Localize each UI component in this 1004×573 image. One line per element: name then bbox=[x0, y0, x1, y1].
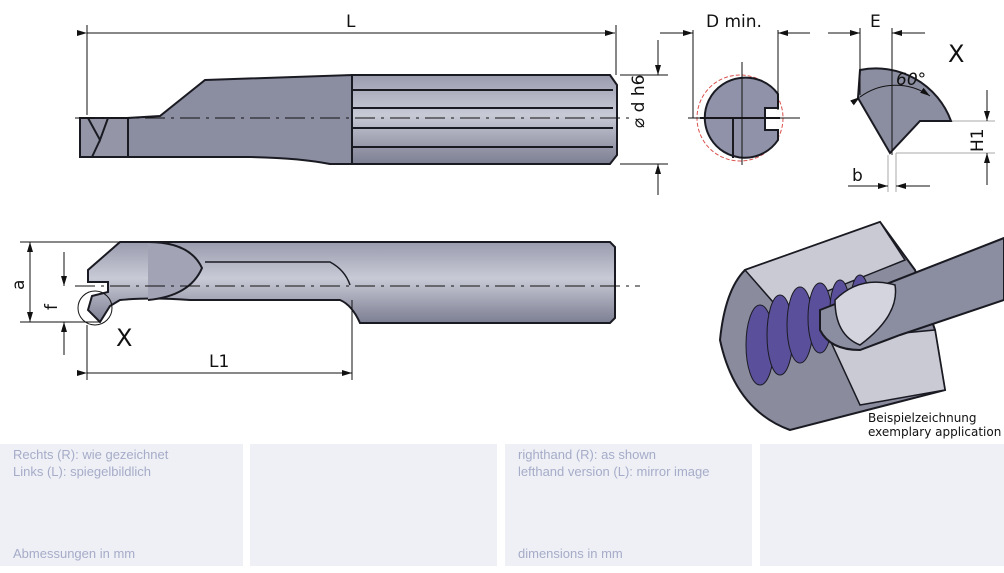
empty-panel-2 bbox=[760, 444, 1004, 566]
dim-label-a: a bbox=[9, 279, 29, 290]
detail-marker-X: X bbox=[116, 324, 133, 352]
dim-label-H1: H1 bbox=[968, 128, 988, 152]
dim-label-E: E bbox=[870, 12, 881, 32]
detail-label-X: X bbox=[948, 40, 965, 68]
units-note-en: dimensions in mm bbox=[518, 546, 623, 561]
application-caption: Beispielzeichnung exemplary application bbox=[868, 411, 1001, 439]
angle-label: 60° bbox=[896, 70, 927, 90]
handedness-left-de: Links (L): spiegelbildlich bbox=[13, 464, 152, 479]
caption-de: Beispielzeichnung bbox=[868, 411, 977, 425]
caption-en: exemplary application bbox=[868, 425, 1002, 439]
dim-label-d: ⌀ d h6 bbox=[629, 74, 649, 128]
units-note-de: Abmessungen in mm bbox=[13, 546, 136, 561]
tool-end-view bbox=[660, 30, 810, 165]
handedness-left-en: lefthand version (L): mirror image bbox=[518, 464, 710, 479]
tool-side-view bbox=[79, 73, 618, 165]
dim-label-D-min: D min. bbox=[706, 12, 762, 32]
dim-label-L: L bbox=[346, 12, 356, 32]
dim-label-f: f bbox=[42, 304, 62, 310]
note-panel-en: righthand (R): as shown lefthand version… bbox=[505, 444, 752, 566]
dim-label-b: b bbox=[852, 166, 863, 186]
handedness-right-en: righthand (R): as shown bbox=[518, 447, 657, 462]
note-panel-de: Rechts (R): wie gezeichnet Links (L): sp… bbox=[0, 444, 243, 566]
dim-label-L1: L1 bbox=[209, 352, 230, 372]
handedness-right-de: Rechts (R): wie gezeichnet bbox=[13, 447, 169, 462]
empty-panel-1 bbox=[250, 444, 497, 566]
detail-x-view bbox=[828, 28, 995, 192]
application-illustration bbox=[718, 220, 1004, 432]
